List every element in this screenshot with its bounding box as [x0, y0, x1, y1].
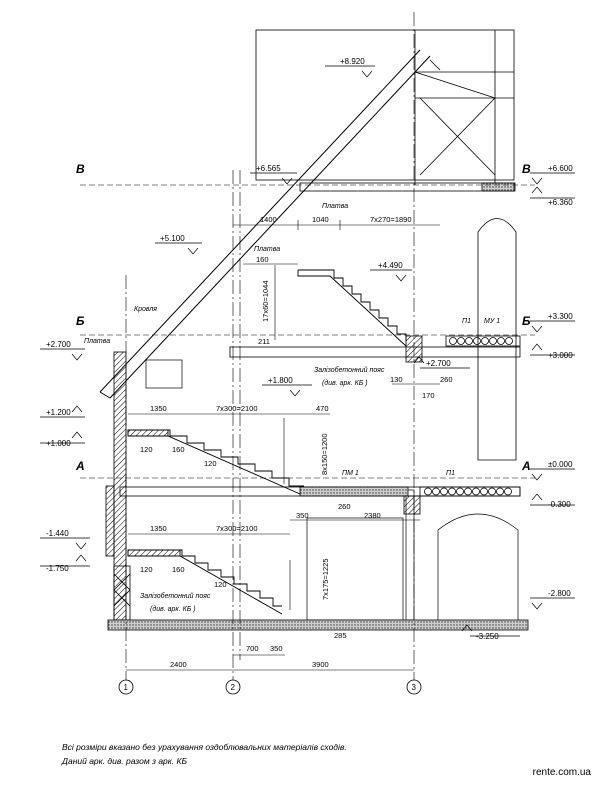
level-5100: +5.100 — [160, 234, 185, 243]
label-platev-middle: Платва — [254, 246, 280, 253]
level-2800: -2.800 — [548, 589, 571, 598]
site-watermark: rente.com.ua — [532, 767, 591, 778]
dim-1040: 1040 — [312, 215, 329, 224]
dim-160-middle: 160 — [172, 445, 185, 454]
level-1750: -1.750 — [46, 564, 69, 573]
section-lines — [80, 184, 535, 479]
label-platev-left: Платва — [84, 338, 110, 345]
dim-170: 170 — [422, 391, 435, 400]
section-b-right: Б — [522, 314, 531, 328]
section-v-left: В — [76, 162, 85, 176]
level-6565: +6.565 — [256, 164, 281, 173]
level-8920: +8.920 — [340, 57, 365, 66]
dim-1350-middle: 1350 — [150, 404, 167, 413]
dim-120-lower-b: 120 — [214, 580, 227, 589]
section-marks: В В Б Б А А — [75, 162, 531, 473]
note-see-kb: Даний арк. див. разом з арк. КБ — [62, 756, 188, 766]
axis-2: 2 — [231, 683, 236, 692]
label-platev-upper: Платва — [322, 203, 348, 210]
label-p1-upper: П1 — [462, 318, 471, 325]
dim-470: 470 — [316, 404, 329, 413]
dim-260-upper: 260 — [440, 375, 453, 384]
section-a-right: А — [521, 459, 531, 473]
dim-160-lower: 160 — [172, 565, 185, 574]
dim-upper-treads: 7x270=1890 — [370, 215, 412, 224]
level-6600: +6.600 — [548, 164, 573, 173]
dim-1350-lower: 1350 — [150, 524, 167, 533]
dim-211: 211 — [258, 337, 270, 346]
level-1440: -1.440 — [46, 529, 69, 538]
dim-260-middle: 260 — [338, 502, 351, 511]
dim-2380: 2380 — [364, 511, 381, 520]
dim-1400: 1400 — [260, 215, 277, 224]
exterior-wall — [105, 351, 131, 621]
axis-bubbles — [118, 679, 422, 695]
dim-285: 285 — [334, 631, 347, 640]
label-belt-upper-1: Залізобетонний пояс — [314, 366, 385, 374]
axis-1: 1 — [124, 683, 129, 692]
dim-lower-risers: 7x175=1225 — [321, 559, 330, 601]
label-belt-upper-2: (див. арк. КБ ) — [322, 379, 368, 387]
note-dimensions: Всі розміри вказано без урахування оздоб… — [62, 742, 347, 752]
section-b-left: Б — [76, 314, 85, 328]
level-0000: ±0.000 — [548, 460, 573, 469]
label-pm1: ПМ 1 — [342, 470, 359, 477]
section-v-right: В — [522, 162, 531, 176]
dim-160-upper: 160 — [256, 255, 269, 264]
dim-350-middle: 350 — [296, 511, 309, 520]
dimension-texts: 1400 1040 7x270=1890 160 17x60=1044 211 … — [140, 215, 453, 669]
level-3300: +3.300 — [548, 312, 573, 321]
dim-120-middle-b: 120 — [204, 459, 217, 468]
dim-3900: 3900 — [312, 660, 329, 669]
section-a-left: А — [75, 459, 85, 473]
level-3000: +3.000 — [548, 351, 573, 360]
dim-middle-risers: 8x150=1200 — [320, 434, 329, 476]
dim-130: 130 — [390, 375, 403, 384]
roof-truss — [255, 29, 515, 185]
axis-numbers: 1 2 3 — [124, 683, 417, 692]
axis-lines — [125, 12, 415, 680]
floor-slabs — [107, 335, 529, 631]
level-0300: -0.300 — [548, 500, 571, 509]
level-3250: -3.250 — [476, 632, 499, 641]
axis-3: 3 — [412, 683, 417, 692]
label-mu1: МУ 1 — [484, 318, 500, 325]
dim-350-bottom: 350 — [270, 644, 283, 653]
label-belt-lower-1: Залізобетонний пояс — [140, 592, 211, 600]
level-1200: +1.200 — [46, 408, 71, 417]
dim-120-middle-a: 120 — [140, 445, 153, 454]
level-2700-right: +2.700 — [426, 359, 451, 368]
level-1000: +1.000 — [46, 439, 71, 448]
level-1800: +1.800 — [268, 376, 293, 385]
level-4490: +4.490 — [378, 261, 403, 270]
dim-120-lower-a: 120 — [140, 565, 153, 574]
level-markers — [40, 65, 575, 637]
level-2700-left: +2.700 — [46, 340, 71, 349]
stair-flight-upper — [297, 269, 407, 347]
label-belt-lower-2: (див. арк. КБ ) — [150, 605, 196, 613]
label-krovla: Кровля — [134, 306, 157, 313]
dim-upper-risers: 17x60=1044 — [261, 281, 270, 323]
label-p1-lower: П1 — [446, 470, 455, 477]
dim-700: 700 — [246, 644, 259, 653]
level-texts: +8.920 +6.565 +6.600 +6.360 +5.100 +4.49… — [46, 57, 573, 641]
upper-slab — [299, 182, 517, 461]
annotation-labels: Платва Платва Платва Кровля П1 МУ 1 П1 П… — [84, 203, 500, 613]
stair-flight-lower — [127, 549, 283, 615]
dim-lower-treads: 7x300=2100 — [216, 524, 258, 533]
dimension-lines — [126, 220, 440, 671]
dim-middle-treads: 7x300=2100 — [216, 404, 258, 413]
level-6360: +6.360 — [548, 198, 573, 207]
dim-2400: 2400 — [170, 660, 187, 669]
